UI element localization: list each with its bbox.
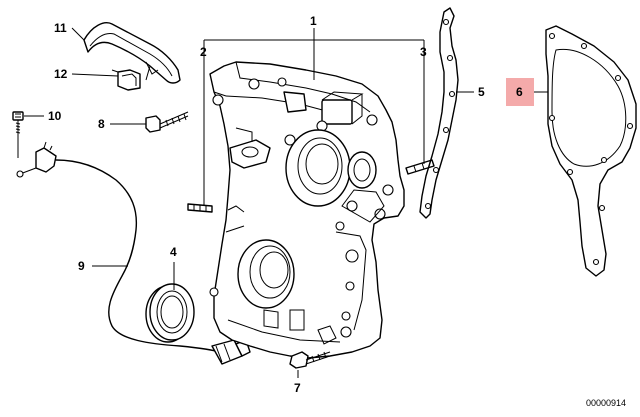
callout-3[interactable]: 3 xyxy=(420,45,427,59)
callout-8[interactable]: 8 xyxy=(98,117,105,131)
callout-6[interactable]: 6 xyxy=(516,85,523,99)
callout-4[interactable]: 4 xyxy=(170,245,177,259)
callout-2[interactable]: 2 xyxy=(200,45,207,59)
callout-9[interactable]: 9 xyxy=(78,259,85,273)
part-10-screw xyxy=(12,111,24,134)
callout-1[interactable]: 1 xyxy=(310,14,317,28)
part-12-clip xyxy=(111,69,141,91)
callout-12[interactable]: 12 xyxy=(54,67,68,81)
callout-10[interactable]: 10 xyxy=(48,109,62,123)
callout-7[interactable]: 7 xyxy=(294,381,301,395)
callout-6-highlight xyxy=(506,78,534,106)
part-5-gasket xyxy=(419,7,459,219)
callout-labels: 1 2 3 4 5 6 7 8 9 10 11 12 00000914 xyxy=(48,14,626,408)
part-6-gasket xyxy=(545,25,637,277)
part-3-dowel xyxy=(405,159,435,175)
part-1-timing-cover xyxy=(209,61,405,359)
part-8-bolt xyxy=(145,111,189,133)
part-11-cover-cap xyxy=(83,22,181,84)
part-4-seal-ring xyxy=(145,283,195,343)
diagram-reference-number: 00000914 xyxy=(586,398,626,408)
callout-11[interactable]: 11 xyxy=(54,21,67,35)
part-7-bolt xyxy=(289,351,331,369)
part-2-dowel xyxy=(187,203,213,213)
leader-lines xyxy=(17,27,548,378)
part-9-sensor-cable xyxy=(16,141,251,365)
callout-5[interactable]: 5 xyxy=(478,85,485,99)
